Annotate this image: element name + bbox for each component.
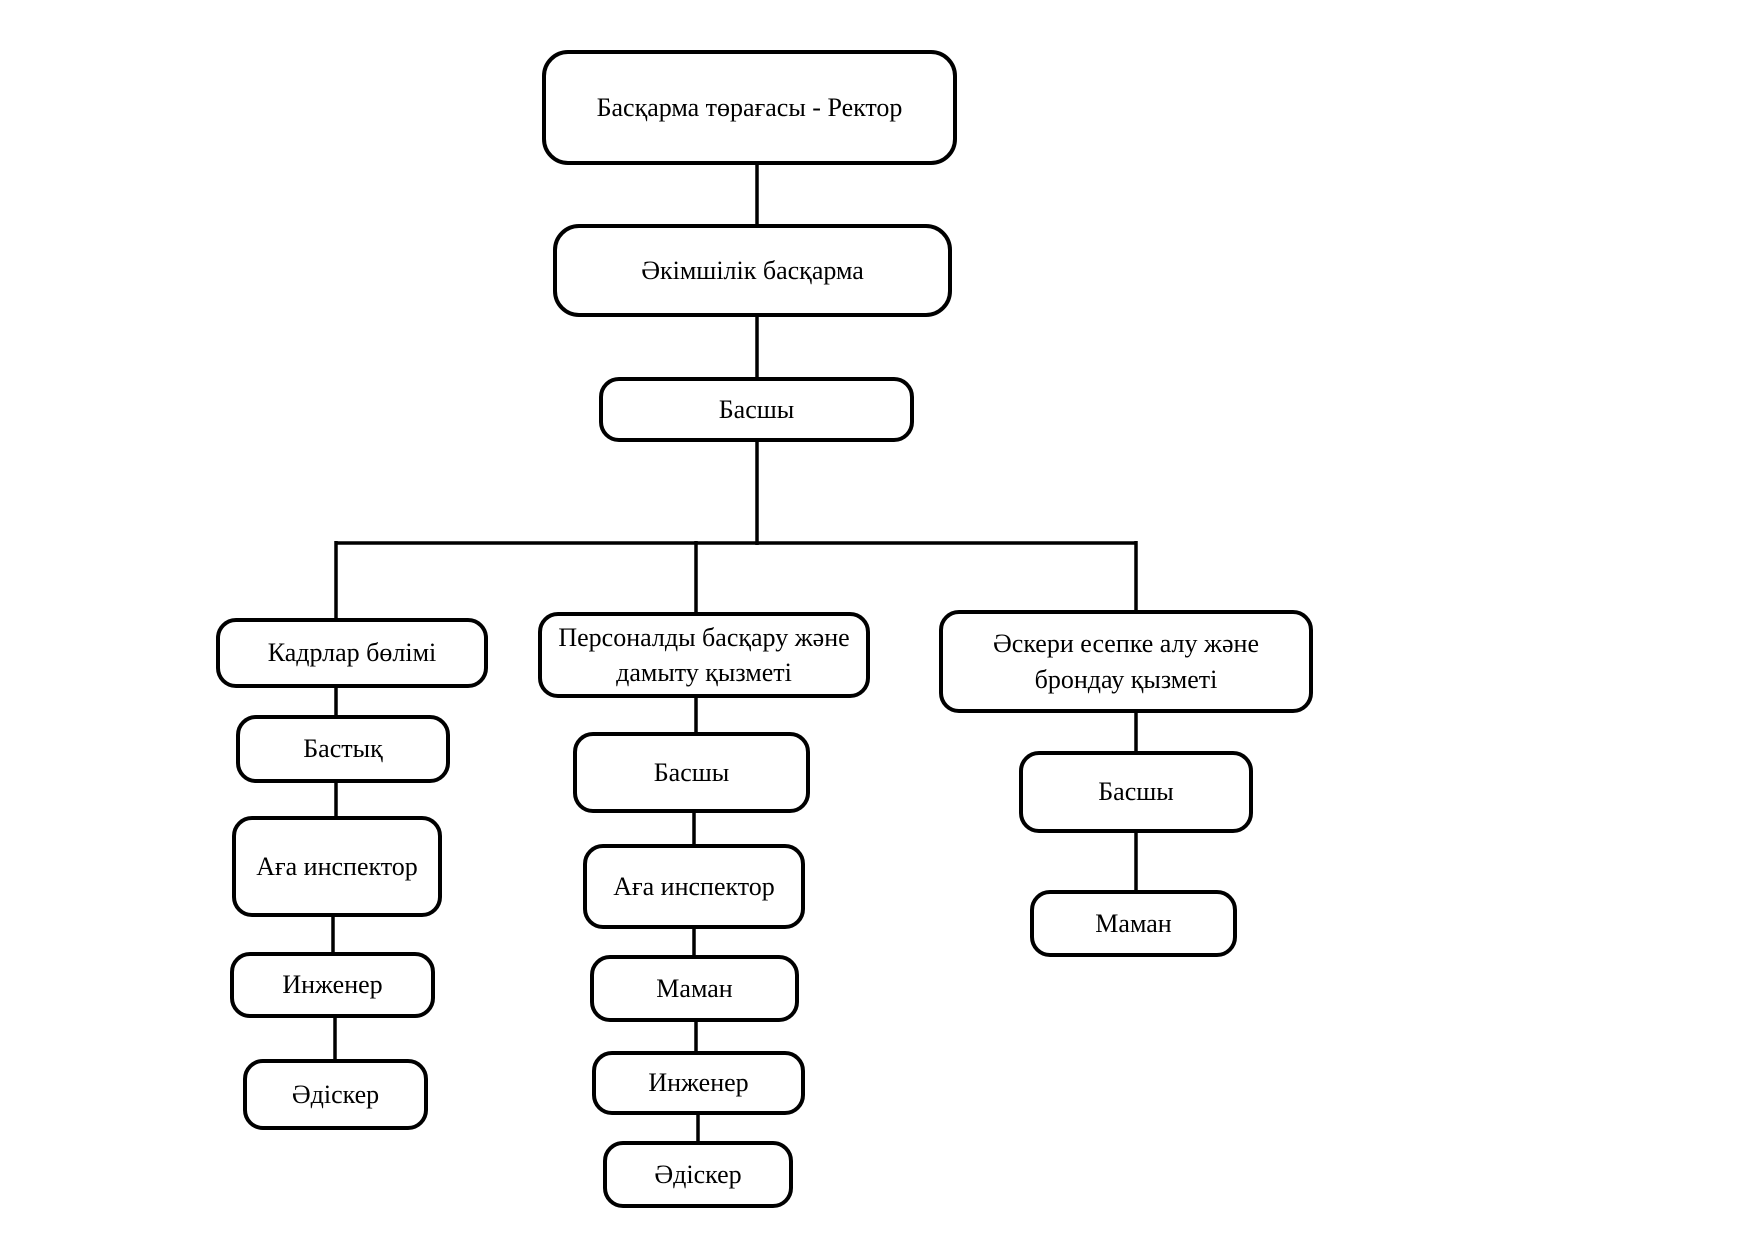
org-node-personnel-department: Персоналды басқару және дамыту қызметі <box>538 612 870 698</box>
org-node-hr-engineer: Инженер <box>230 952 435 1018</box>
org-node-military-head-label: Басшы <box>1098 777 1174 807</box>
org-node-personnel-engineer-label: Инженер <box>648 1068 749 1098</box>
org-node-hr-department-label: Кадрлар бөлімі <box>267 638 437 668</box>
org-node-hr-methodologist-label: Әдіскер <box>291 1079 380 1109</box>
org-node-personnel-engineer: Инженер <box>592 1051 805 1115</box>
org-node-personnel-head-label: Басшы <box>653 757 730 787</box>
org-node-hr-chief: Бастық <box>236 715 450 783</box>
org-node-hr-chief-label: Бастық <box>303 734 383 764</box>
org-node-personnel-methodologist: Әдіскер <box>603 1141 793 1208</box>
org-node-head: Басшы <box>599 377 914 442</box>
org-node-personnel-methodologist-label: Әдіскер <box>654 1159 742 1189</box>
org-node-hr-methodologist: Әдіскер <box>243 1059 428 1130</box>
org-node-admin-board-label: Әкімшілік басқарма <box>641 255 864 285</box>
org-node-military-specialist: Маман <box>1030 890 1237 957</box>
org-node-personnel-specialist-label: Маман <box>656 973 733 1003</box>
org-node-personnel-senior-inspector-label: Аға инспектор <box>613 871 775 901</box>
org-node-rector: Басқарма төрағасы - Ректор <box>542 50 957 165</box>
org-node-personnel-specialist: Маман <box>590 955 799 1022</box>
org-node-rector-label: Басқарма төрағасы - Ректор <box>596 92 903 122</box>
org-node-personnel-department-label: Персоналды басқару және дамыту қызметі <box>558 622 850 687</box>
org-node-personnel-head: Басшы <box>573 732 810 813</box>
org-node-hr-department: Кадрлар бөлімі <box>216 618 488 688</box>
org-node-military-department: Әскери есепке алу және брондау қызметі <box>939 610 1313 713</box>
org-node-hr-senior-inspector-label: Аға инспектор <box>256 851 418 881</box>
org-node-hr-senior-inspector: Аға инспектор <box>232 816 442 917</box>
org-node-military-specialist-label: Маман <box>1095 908 1172 938</box>
org-node-military-head: Басшы <box>1019 751 1253 833</box>
org-node-hr-engineer-label: Инженер <box>282 970 383 1000</box>
org-node-head-label: Басшы <box>718 394 795 424</box>
org-node-admin-board: Әкімшілік басқарма <box>553 224 952 317</box>
org-node-personnel-senior-inspector: Аға инспектор <box>583 844 805 929</box>
org-node-military-department-label: Әскери есепке алу және брондау қызметі <box>993 629 1259 694</box>
